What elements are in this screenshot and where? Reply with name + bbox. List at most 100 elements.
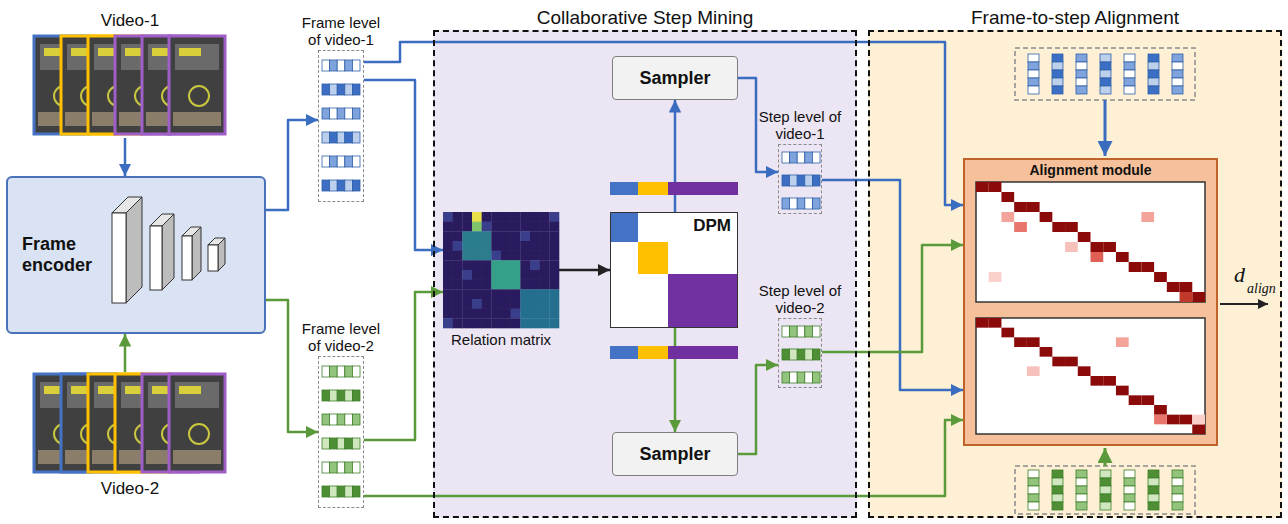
feature-cell <box>782 152 790 163</box>
alignment-cell <box>1167 415 1180 425</box>
heatmap-cell <box>501 270 511 280</box>
feature-cell <box>330 486 338 497</box>
feature-cell <box>1100 486 1111 494</box>
heatmap-cell <box>520 241 530 251</box>
heatmap-cell <box>501 260 511 270</box>
heatmap-cell <box>443 318 453 328</box>
heatmap-cell <box>482 270 492 280</box>
feature-cell <box>782 175 790 186</box>
node-text: Frame encoder <box>22 234 106 275</box>
alignment-cell <box>1180 415 1193 425</box>
feature-cell <box>1028 470 1039 478</box>
heatmap-cell <box>453 241 463 251</box>
feature-cell <box>330 462 338 473</box>
feature-cell <box>345 84 353 95</box>
feature-cell <box>330 366 338 377</box>
feature-cell <box>337 414 345 425</box>
heatmap-cell <box>530 280 540 290</box>
heatmap-cell <box>462 270 472 280</box>
feature-cell <box>330 156 338 167</box>
heatmap-cell <box>530 318 540 328</box>
heatmap-cell <box>549 280 559 290</box>
alignment-cell <box>1091 242 1104 252</box>
heatmap-cell <box>491 309 501 319</box>
sampler-box: Sampler <box>612 56 738 100</box>
feature-cell <box>1052 478 1063 486</box>
alignment-cell <box>1141 262 1154 272</box>
feature-stack <box>1015 48 1195 100</box>
node-text: Video-2 <box>70 479 190 499</box>
feature-cell <box>790 349 798 360</box>
heatmap-cell <box>482 241 492 251</box>
feature-cell <box>1148 494 1159 502</box>
feature-cell <box>1172 470 1183 478</box>
segment-bar <box>610 182 638 195</box>
feature-cell <box>345 60 353 71</box>
feature-cell <box>322 366 330 377</box>
feature-cell <box>345 462 353 473</box>
dashed-region: Collaborative Step MiningRelation matrix… <box>433 30 857 518</box>
connector-arrow <box>364 292 443 440</box>
feature-cell <box>1052 62 1063 70</box>
segment-bar <box>638 182 668 195</box>
heatmap-cell <box>501 251 511 261</box>
frame-detail <box>175 44 219 70</box>
feature-cell <box>352 180 360 191</box>
node-text: Frame level of video-2 <box>295 320 387 355</box>
frame-detail <box>173 450 221 464</box>
feature-cell <box>345 180 353 191</box>
alignment-cell <box>1116 337 1129 347</box>
heatmap-cell <box>549 212 559 222</box>
node-text: Frame level of video-1 <box>295 14 387 49</box>
heatmap-cell <box>549 231 559 241</box>
feature-cell <box>812 198 820 209</box>
heatmap-cell <box>472 241 482 251</box>
feature-cell <box>1172 62 1183 70</box>
feature-cell <box>812 175 820 186</box>
feature-cell <box>337 486 345 497</box>
heatmap-cell <box>491 260 501 270</box>
feature-cell <box>337 462 345 473</box>
feature-cell <box>1124 494 1135 502</box>
feature-cell <box>1052 470 1063 478</box>
feature-cell <box>1076 62 1087 70</box>
heatmap-cell <box>540 299 550 309</box>
heatmap-cell <box>443 309 453 319</box>
feature-cell <box>797 349 805 360</box>
feature-cell <box>1052 54 1063 62</box>
feature-cell <box>337 60 345 71</box>
alignment-cell <box>1129 395 1142 405</box>
heatmap-cell <box>443 260 453 270</box>
heatmap-cell <box>482 318 492 328</box>
feature-cell <box>1100 86 1111 94</box>
feature-stack: Frame level of video-2 <box>318 356 364 508</box>
alignment-cell <box>1001 328 1014 338</box>
video-frames: Video-2 <box>30 372 230 476</box>
heatmap-cell <box>520 309 530 319</box>
alignment-cell <box>1001 212 1014 222</box>
feature-cell <box>1148 54 1159 62</box>
alignment-cell <box>1167 282 1180 292</box>
heatmap-cell <box>453 280 463 290</box>
feature-cell <box>797 326 805 337</box>
heatmap-cell <box>482 260 492 270</box>
feature-stack: Step level of video-1 <box>778 144 822 214</box>
alignment-cell <box>1103 242 1116 252</box>
heatmap-cell <box>462 212 472 222</box>
video-frame <box>169 36 225 134</box>
alignment-cell <box>1065 222 1078 232</box>
feature-cell <box>1124 502 1135 510</box>
heatmap-cell <box>540 241 550 251</box>
feature-cell <box>812 349 820 360</box>
segment-bar <box>668 346 738 359</box>
feature-cell <box>1076 86 1087 94</box>
feature-cell <box>322 390 330 401</box>
feature-cell <box>345 414 353 425</box>
dpm-ground <box>610 212 738 328</box>
math-subscript: align <box>1247 281 1276 297</box>
heatmap-cell <box>549 241 559 251</box>
feature-cell <box>1076 502 1087 510</box>
heatmap-cell <box>540 318 550 328</box>
alignment-cell <box>1103 376 1116 386</box>
heatmap-cell <box>520 299 530 309</box>
